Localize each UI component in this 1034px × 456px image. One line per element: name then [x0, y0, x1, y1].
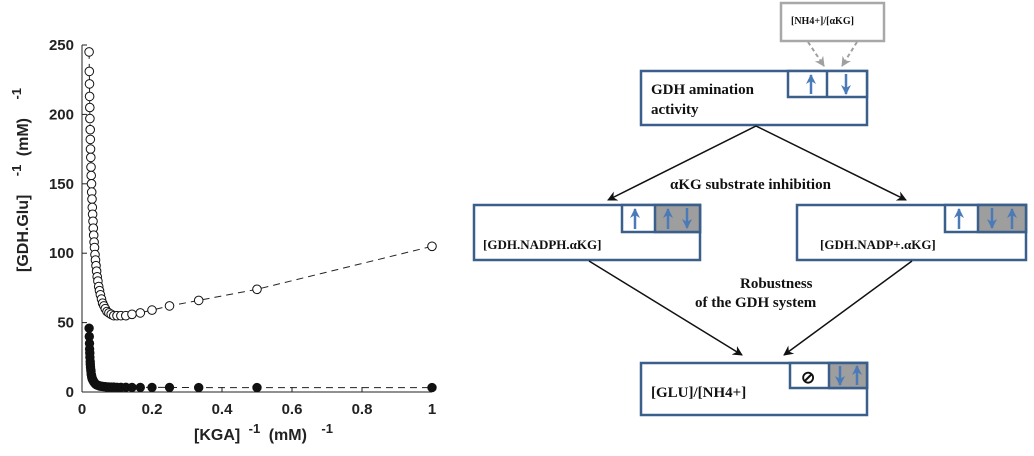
robustness-label-2: of the GDH system [695, 295, 817, 311]
y-label-unit-exp: -1 [9, 88, 24, 100]
x-tick-label: 0 [78, 401, 86, 418]
x-label-main: [KGA] [194, 427, 240, 444]
open-data-point [87, 194, 97, 204]
filled-data-point [194, 382, 204, 393]
y-tick-label: 100 [49, 245, 74, 262]
open-data-point [84, 66, 95, 77]
x-tick-label: 1 [428, 401, 436, 418]
y-tick-label: 250 [49, 37, 74, 54]
filled-data-point [127, 382, 137, 393]
open-data-point [86, 179, 97, 189]
y-axis-label: [GDH.Glu] -1 (mM) -1 [8, 88, 32, 272]
y-ticks: 0 50 100 150 200 250 [49, 37, 87, 401]
robustness-label-1: Robustness [740, 276, 813, 292]
inhibition-arrow-left [607, 125, 757, 201]
inhibition-arrow-right [755, 125, 907, 201]
y-tick-label: 150 [49, 176, 74, 193]
x-tick-label: 0.8 [352, 401, 373, 418]
filled-data-point [147, 382, 157, 393]
open-data-point [193, 295, 204, 306]
y-label-unit: (mM) [15, 118, 32, 156]
inhibition-label: αKG substrate inhibition [670, 177, 832, 193]
x-tick-label: 0.4 [212, 401, 234, 418]
open-data-point [147, 305, 157, 315]
grey-arrow-left [807, 41, 825, 67]
filled-data-point [135, 382, 146, 393]
y-label-main: [GDH.Glu] [15, 195, 32, 272]
series-open-line [88, 51, 433, 317]
series-filled-line [88, 328, 432, 389]
filled-data-point [427, 382, 437, 393]
open-data-point [85, 134, 96, 145]
y-label-exp: -1 [9, 165, 24, 177]
grey-arrow-right [841, 41, 858, 67]
open-data-point [85, 144, 96, 154]
filled-data-point [252, 382, 262, 393]
open-data-point [427, 241, 437, 252]
series-points [84, 47, 437, 393]
null-symbol-icon: ⊘ [801, 368, 815, 387]
open-data-point [84, 47, 94, 57]
nadp-complex-label: [GDH.NADP+.αKG] [820, 237, 936, 252]
diagram: [NH4+]/[αKG] GDH amination activity αKG … [472, 1, 1028, 417]
open-data-point [127, 309, 137, 320]
filled-data-point [164, 382, 175, 393]
y-tick-label: 200 [49, 106, 74, 123]
open-data-point [84, 79, 95, 89]
x-label-unit: (mM) [269, 427, 307, 444]
glu-shaded-cell [827, 361, 869, 390]
chart: 0 50 100 150 200 250 0 0.2 0.4 0.6 0.8 1 [GDH.Glu]… [8, 37, 437, 444]
gdh-activity-label-2: activity [651, 102, 699, 118]
robustness-arrow-left [588, 260, 743, 356]
x-tick-label: 0.6 [282, 401, 303, 418]
x-tick-label: 0.2 [142, 401, 163, 418]
x-label-exp: -1 [249, 421, 261, 436]
nadp-shaded-cell [976, 203, 1028, 234]
x-ticks: 0 0.2 0.4 0.6 0.8 1 [78, 387, 436, 418]
open-data-point [85, 124, 95, 135]
x-label-unit-exp: -1 [321, 421, 333, 436]
ratio-box-label: [NH4+]/[αKG] [791, 16, 854, 27]
x-axis-label: [KGA] -1 (mM) -1 [194, 420, 333, 444]
open-data-point [135, 308, 146, 318]
open-data-point [84, 91, 95, 102]
nadph-complex-label: [GDH.NADPH.αKG] [483, 237, 601, 252]
open-data-point [85, 113, 95, 124]
robustness-arrow-right [783, 260, 913, 356]
open-data-point [86, 152, 96, 163]
open-data-point [86, 170, 96, 181]
gdh-activity-label-1: GDH amination [651, 82, 755, 98]
series-lines [88, 51, 433, 389]
filled-data-point [84, 323, 94, 333]
nadph-shaded-cell [653, 203, 702, 234]
y-tick-label: 50 [57, 315, 74, 332]
open-data-point [85, 102, 95, 113]
ratio-box [779, 1, 886, 43]
y-tick-label: 0 [66, 384, 74, 401]
open-data-point [164, 301, 175, 311]
open-data-point [86, 162, 96, 172]
glu-box-label: [GLU]/[NH4+] [651, 385, 746, 401]
open-data-point [252, 284, 262, 295]
